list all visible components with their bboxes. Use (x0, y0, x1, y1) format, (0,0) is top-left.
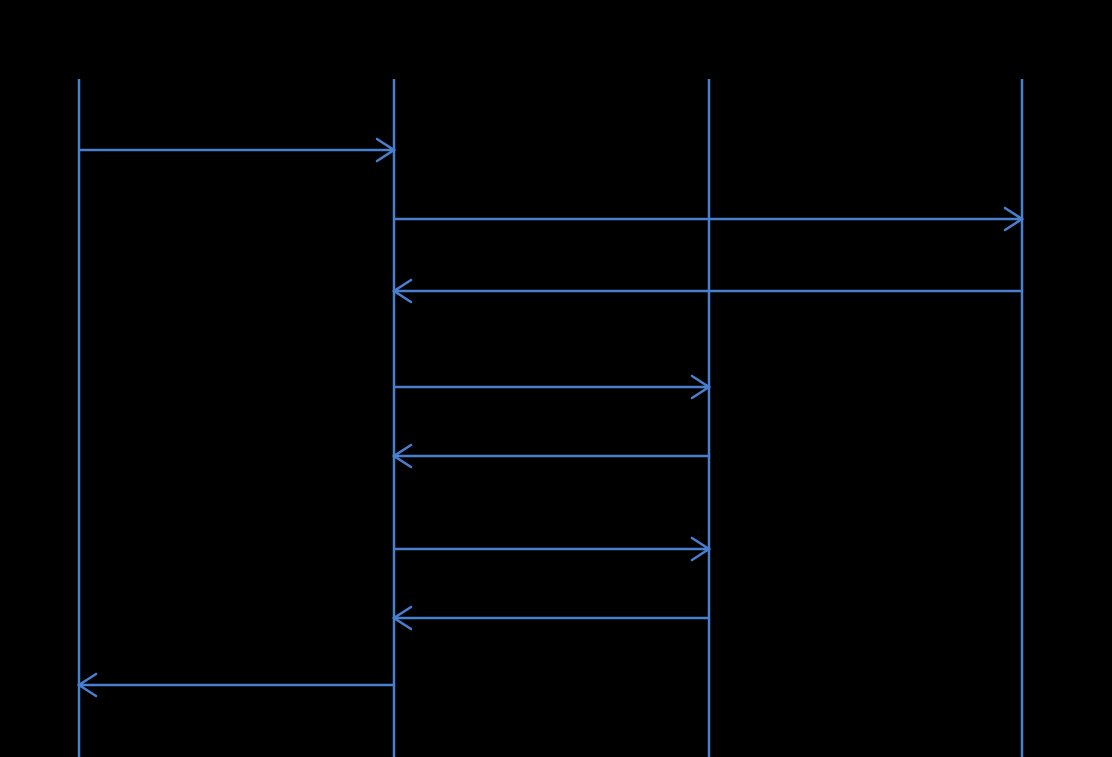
message-arrowhead-8 (76, 672, 98, 698)
message-6 (394, 536, 712, 562)
message-8 (76, 672, 394, 698)
message-arrowhead-6 (690, 536, 712, 562)
message-4 (394, 374, 712, 400)
message-3 (391, 278, 1022, 304)
message-group (76, 137, 1025, 698)
message-1 (79, 137, 397, 163)
message-arrowhead-3 (391, 278, 413, 304)
message-arrowhead-7 (391, 605, 413, 631)
message-arrowhead-4 (690, 374, 712, 400)
message-2 (394, 206, 1025, 232)
message-arrowhead-1 (375, 137, 397, 163)
message-7 (391, 605, 709, 631)
lifeline-group (77, 79, 1024, 757)
message-arrowhead-2 (1003, 206, 1025, 232)
message-arrowhead-5 (391, 443, 413, 469)
message-5 (391, 443, 709, 469)
